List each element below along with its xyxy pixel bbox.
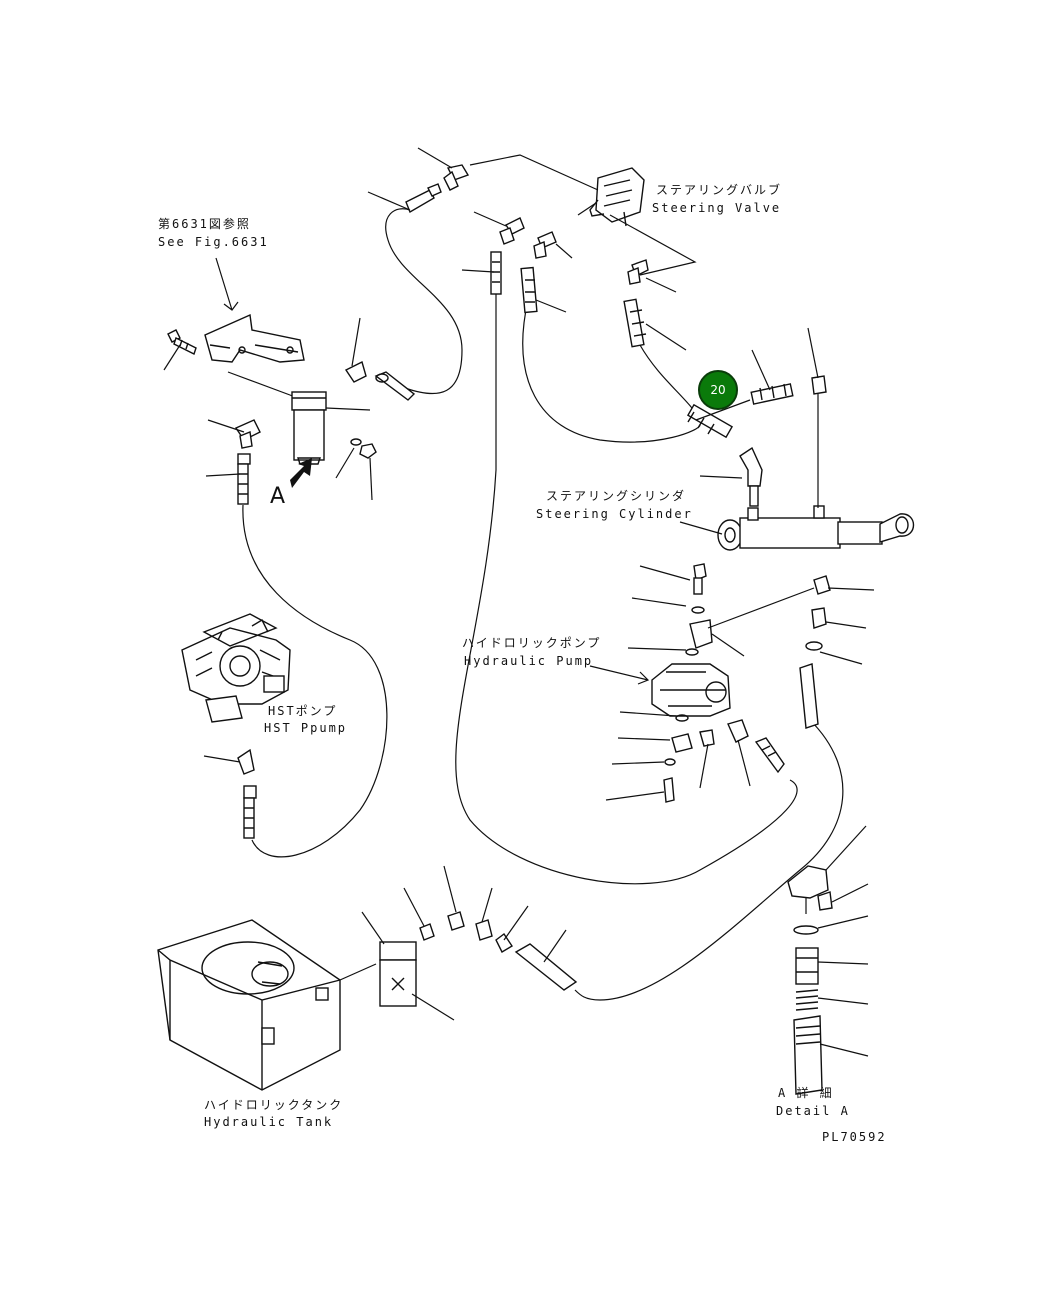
steering-valve-label-en: Steering Valve xyxy=(652,201,782,215)
fittings-top xyxy=(405,164,649,285)
detail-a-drawing xyxy=(787,865,833,1095)
see-fig-label-en: See Fig.6631 xyxy=(158,235,269,249)
hst-fittings xyxy=(237,748,257,839)
hose-ends-top xyxy=(490,251,647,348)
see-fig-label-jp: 第6631図参照 xyxy=(158,217,251,231)
bolt-left xyxy=(167,329,197,355)
line-filter-drawing xyxy=(291,391,327,465)
view-arrow-letter: A xyxy=(270,484,286,509)
steering-valve-drawing xyxy=(589,167,645,227)
bracket-drawing xyxy=(204,313,305,363)
view-arrow-a xyxy=(290,458,312,488)
filter-side-parts xyxy=(234,360,416,505)
callout-leaders xyxy=(163,147,875,1057)
steering-cylinder-label-jp: ステアリングシリンダ xyxy=(546,489,687,503)
tank-to-filter xyxy=(339,963,377,981)
hst-pump-label-jp: HSTポンプ xyxy=(268,704,338,718)
steering-cylinder-label-en: Steering Cylinder xyxy=(536,507,693,521)
hydraulic-pump-drawing xyxy=(651,663,731,717)
callout-badge-20[interactable]: 20 xyxy=(698,370,738,410)
return-filter-drawing xyxy=(379,941,417,1007)
hst-pump-label-en: HST Ppump xyxy=(264,721,348,735)
hose-filter-to-hst xyxy=(242,504,388,858)
cylinder-fittings xyxy=(686,375,827,508)
hydraulic-pump-label-en: Hydraulic Pump xyxy=(464,654,594,668)
steering-valve-label-jp: ステアリングバルブ xyxy=(656,183,783,197)
hst-pump-drawing xyxy=(181,613,291,723)
hydraulic-tank-drawing xyxy=(157,919,341,1091)
hydraulic-tank-label-jp: ハイドロリックタンク xyxy=(204,1098,344,1112)
hydraulic-pump-label-jp: ハイドロリックポンプ xyxy=(462,636,602,650)
detail-a-label-jp: A 詳 細 xyxy=(778,1086,834,1100)
pump-fittings-lower xyxy=(663,714,785,803)
return-fittings xyxy=(419,911,578,991)
hydraulic-tank-label-en: Hydraulic Tank xyxy=(204,1115,334,1129)
hose-valve-to-cylinder xyxy=(522,299,701,443)
drawing-number: PL70592 xyxy=(822,1130,887,1144)
pump-fittings-upper xyxy=(685,563,831,729)
bracket-to-filter xyxy=(227,371,299,399)
detail-a-label-en: Detail A xyxy=(776,1104,850,1118)
callout-badge-number: 20 xyxy=(710,383,726,397)
hose-filter-to-top xyxy=(385,208,463,395)
valve-leader-lines xyxy=(469,154,697,276)
steering-cylinder-drawing xyxy=(717,505,915,551)
hose-pump-suction xyxy=(574,719,844,1001)
hose-valve-to-tank xyxy=(455,290,798,885)
